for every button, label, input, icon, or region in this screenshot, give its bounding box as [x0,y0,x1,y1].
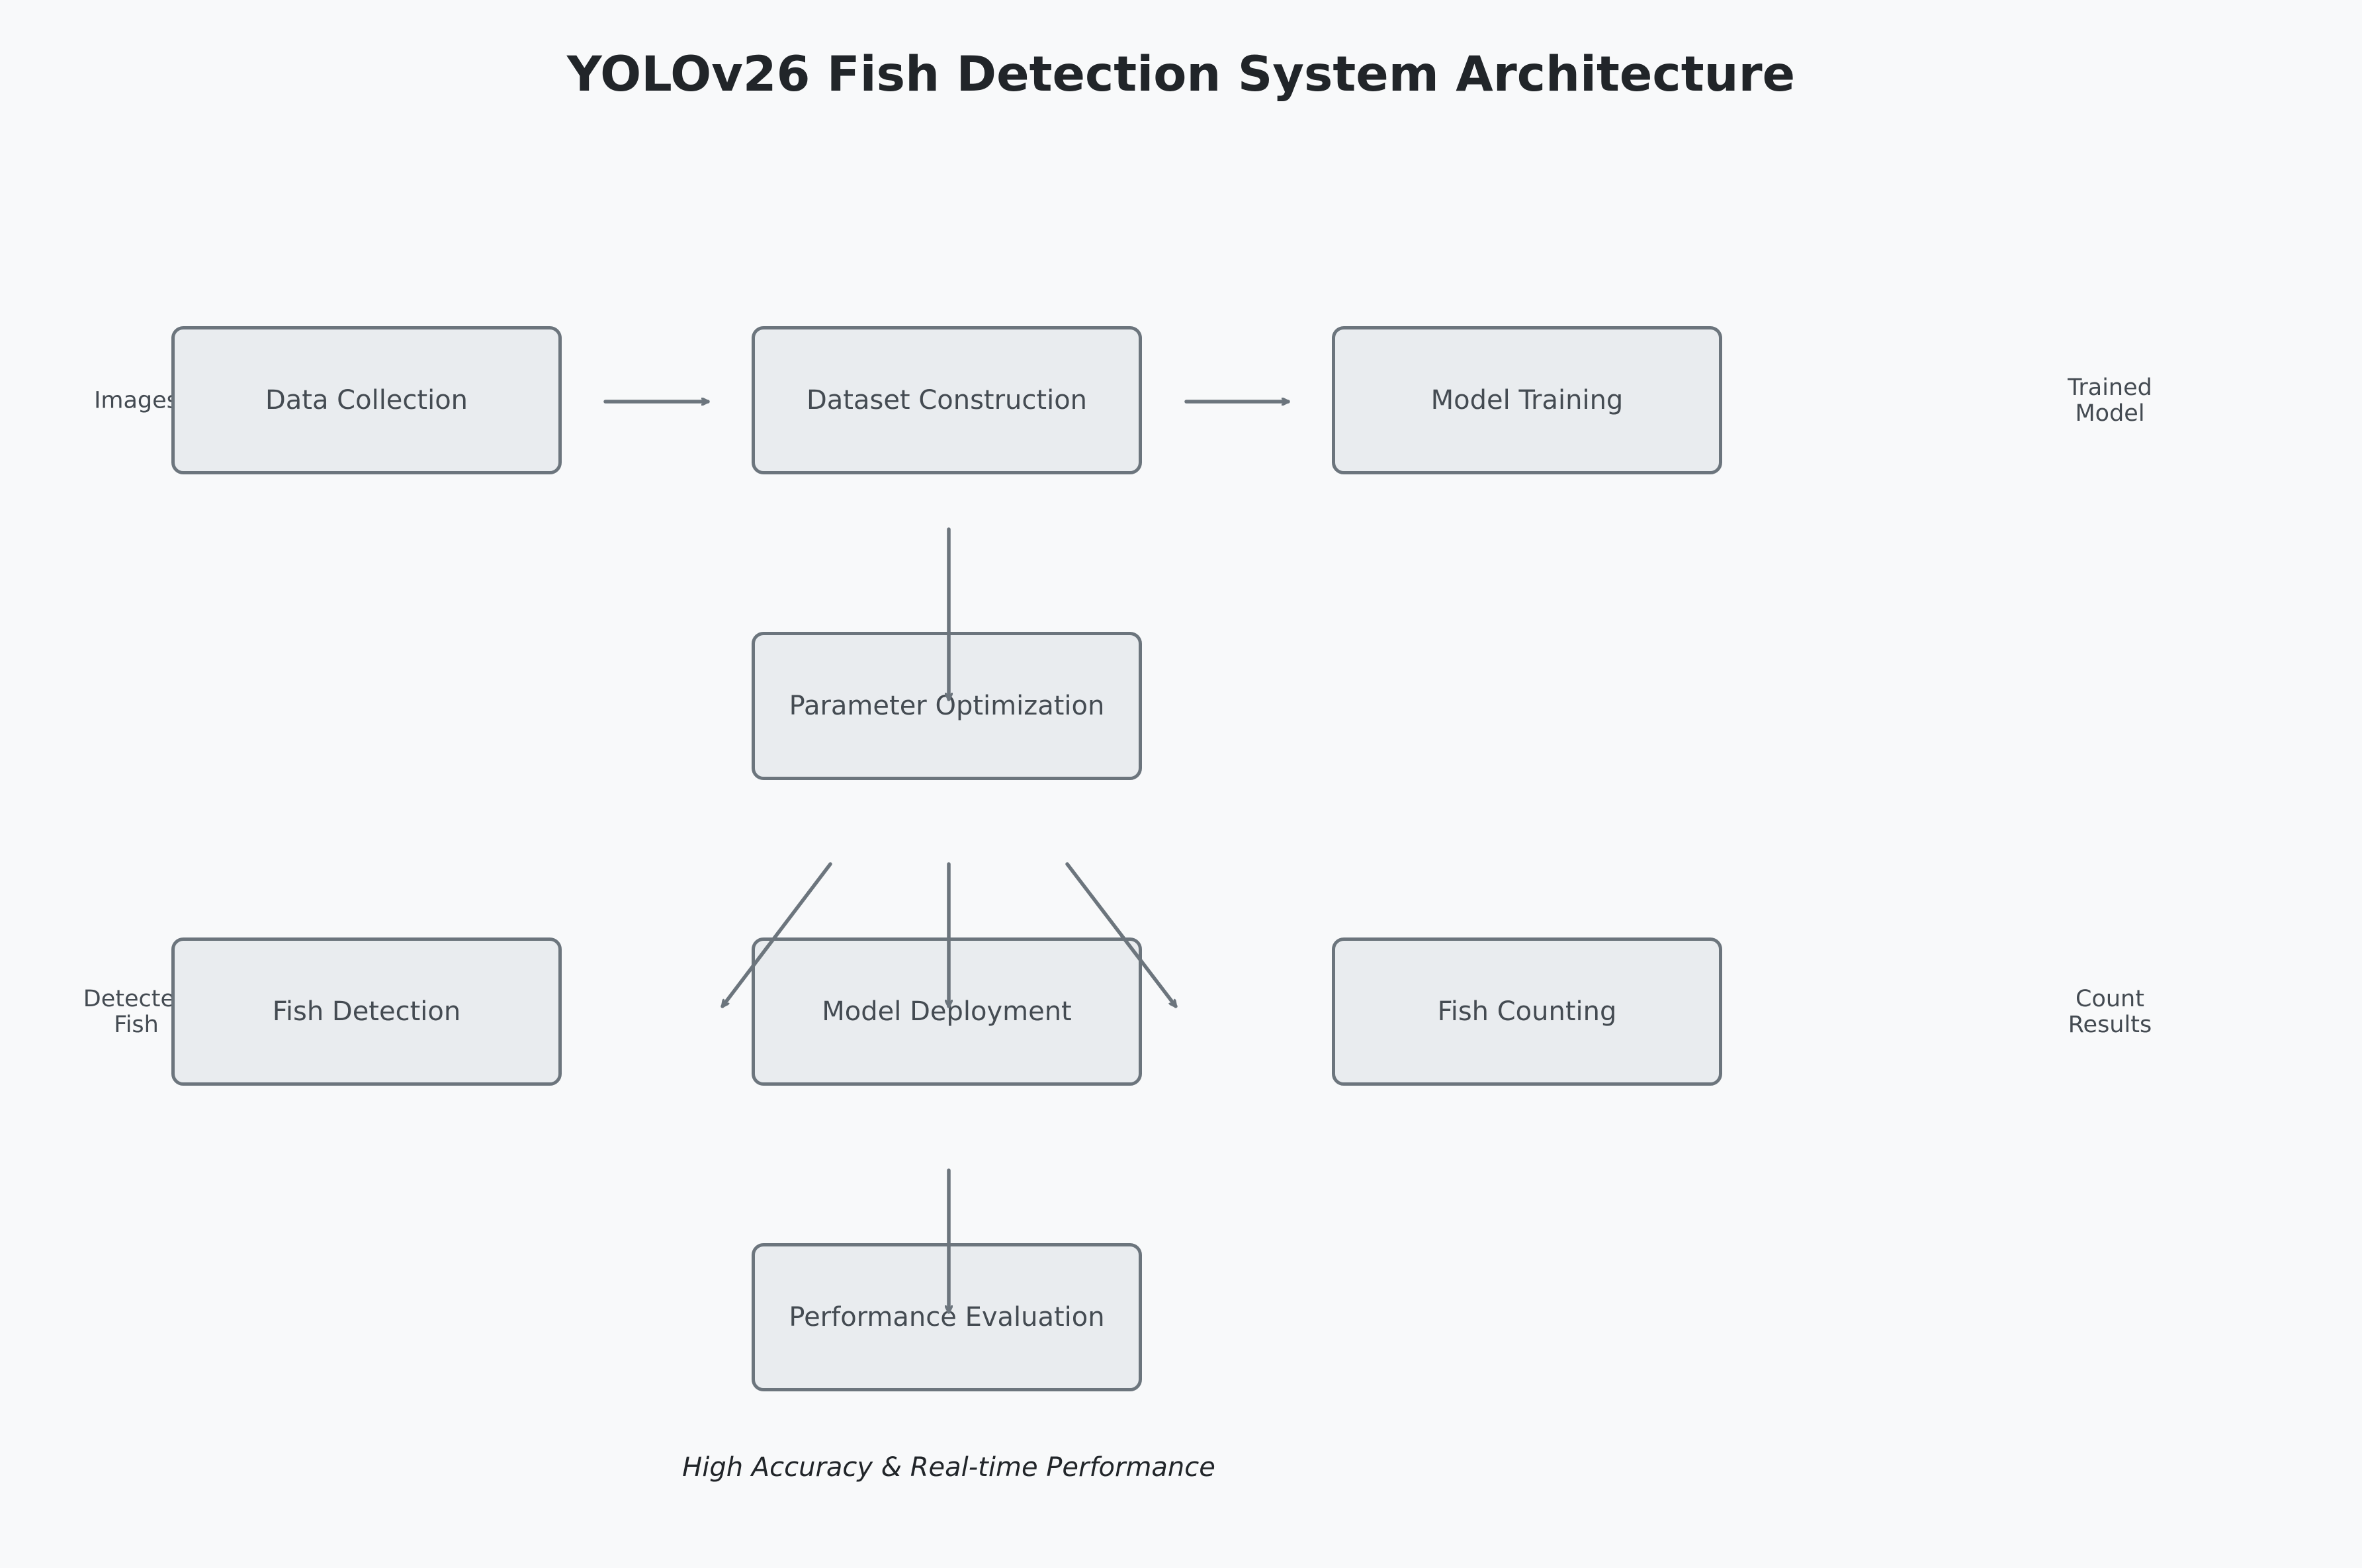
fish-counting-node: Fish Counting [1332,937,1722,1086]
model-deployment-node: Model Deployment [752,937,1142,1086]
model-deployment-label: Model Deployment [822,996,1072,1027]
fish-counting-label: Fish Counting [1437,996,1617,1027]
model-training-label: Model Training [1430,385,1624,415]
diagram-caption: High Accuracy & Real-time Performance [682,1452,1215,1483]
fish-detection-label: Fish Detection [272,996,461,1027]
parameter-optimization-node: Parameter Optimization [752,632,1142,780]
data-collection-node: Data Collection [171,326,562,474]
performance-evaluation-node: Performance Evaluation [752,1243,1142,1391]
count-results-label: Count Results [2068,986,2152,1038]
dataset-construction-node: Dataset Construction [752,326,1142,474]
parameter-optimization-label: Parameter Optimization [789,691,1105,721]
data-collection-label: Data Collection [265,385,468,415]
performance-evaluation-label: Performance Evaluation [789,1302,1105,1332]
diagram-title: YOLOv26 Fish Detection System Architectu… [566,46,1796,103]
dataset-construction-label: Dataset Construction [806,385,1088,415]
fish-detection-node: Fish Detection [171,937,562,1086]
model-training-node: Model Training [1332,326,1722,474]
trained-model-label: Trained Model [2068,374,2152,427]
images-label: Images [94,387,179,414]
